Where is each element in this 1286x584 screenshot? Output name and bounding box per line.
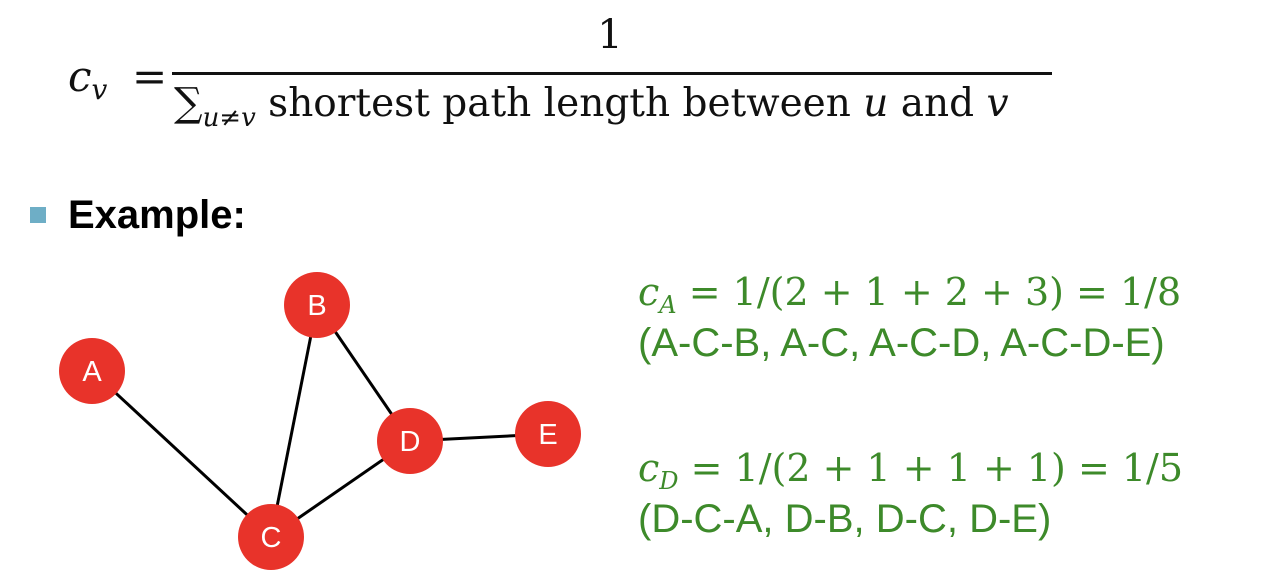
closeness-a-paths: (A-C-B, A-C, A-C-D, A-C-D-E) xyxy=(638,321,1165,365)
example-graph: A B C D E xyxy=(59,272,581,570)
node-label-c: C xyxy=(261,522,282,554)
node-e xyxy=(515,401,581,467)
example-a-block: cA = 1/(2 + 1 + 2 + 3) = 1/8 (A-C-B, A-C… xyxy=(638,270,1181,366)
closeness-a-symbol: c xyxy=(638,270,660,314)
node-c xyxy=(238,504,304,570)
fraction-bar xyxy=(172,72,1052,75)
closeness-formula: cv = 1 ∑u≠v shortest path length between… xyxy=(0,0,1286,160)
example-d-block: cD = 1/(2 + 1 + 1 + 1) = 1/5 (D-C-A, D-B… xyxy=(638,446,1183,542)
graph-nodes: A B C D E xyxy=(59,272,581,570)
node-label-b: B xyxy=(307,290,326,322)
closeness-d-expression: = 1/(2 + 1 + 1 + 1) = 1/5 xyxy=(678,446,1184,490)
formula-lhs-symbol: c xyxy=(68,52,92,101)
closeness-a-subscript: A xyxy=(659,291,677,319)
example-bullet-row: Example: xyxy=(30,190,246,240)
closeness-a-equation: cA = 1/(2 + 1 + 2 + 3) = 1/8 xyxy=(638,270,1181,319)
formula-denominator: ∑u≠v shortest path length between u and … xyxy=(174,80,1009,133)
closeness-d-paths: (D-C-A, D-B, D-C, D-E) xyxy=(638,497,1052,541)
denominator-text-1: shortest path length between xyxy=(255,81,864,126)
node-label-a: A xyxy=(82,356,102,388)
node-a xyxy=(59,338,125,404)
denominator-var-u: u xyxy=(863,81,889,126)
denominator-var-v: v xyxy=(986,81,1009,126)
formula-lhs-subscript: v xyxy=(91,73,108,106)
edge-b-c xyxy=(269,304,319,538)
bullet-square-icon xyxy=(30,207,46,223)
edge-a-c xyxy=(90,369,273,539)
formula-equals: = xyxy=(132,52,168,101)
node-b xyxy=(284,272,350,338)
denominator-text-2: and xyxy=(888,81,987,126)
node-label-e: E xyxy=(538,419,557,451)
closeness-d-equation: cD = 1/(2 + 1 + 1 + 1) = 1/5 xyxy=(638,446,1183,495)
example-heading: Example: xyxy=(68,192,246,237)
closeness-a-expression: = 1/(2 + 1 + 2 + 3) = 1/8 xyxy=(676,270,1182,314)
node-d xyxy=(377,408,443,474)
graph-edges xyxy=(90,304,549,539)
sigma-symbol: ∑ xyxy=(174,80,203,126)
closeness-d-symbol: c xyxy=(638,446,660,490)
sum-index: u≠v xyxy=(202,103,256,133)
formula-lhs: cv xyxy=(68,52,107,106)
closeness-d-subscript: D xyxy=(659,467,679,495)
formula-numerator: 1 xyxy=(597,12,623,58)
node-label-d: D xyxy=(400,426,421,458)
